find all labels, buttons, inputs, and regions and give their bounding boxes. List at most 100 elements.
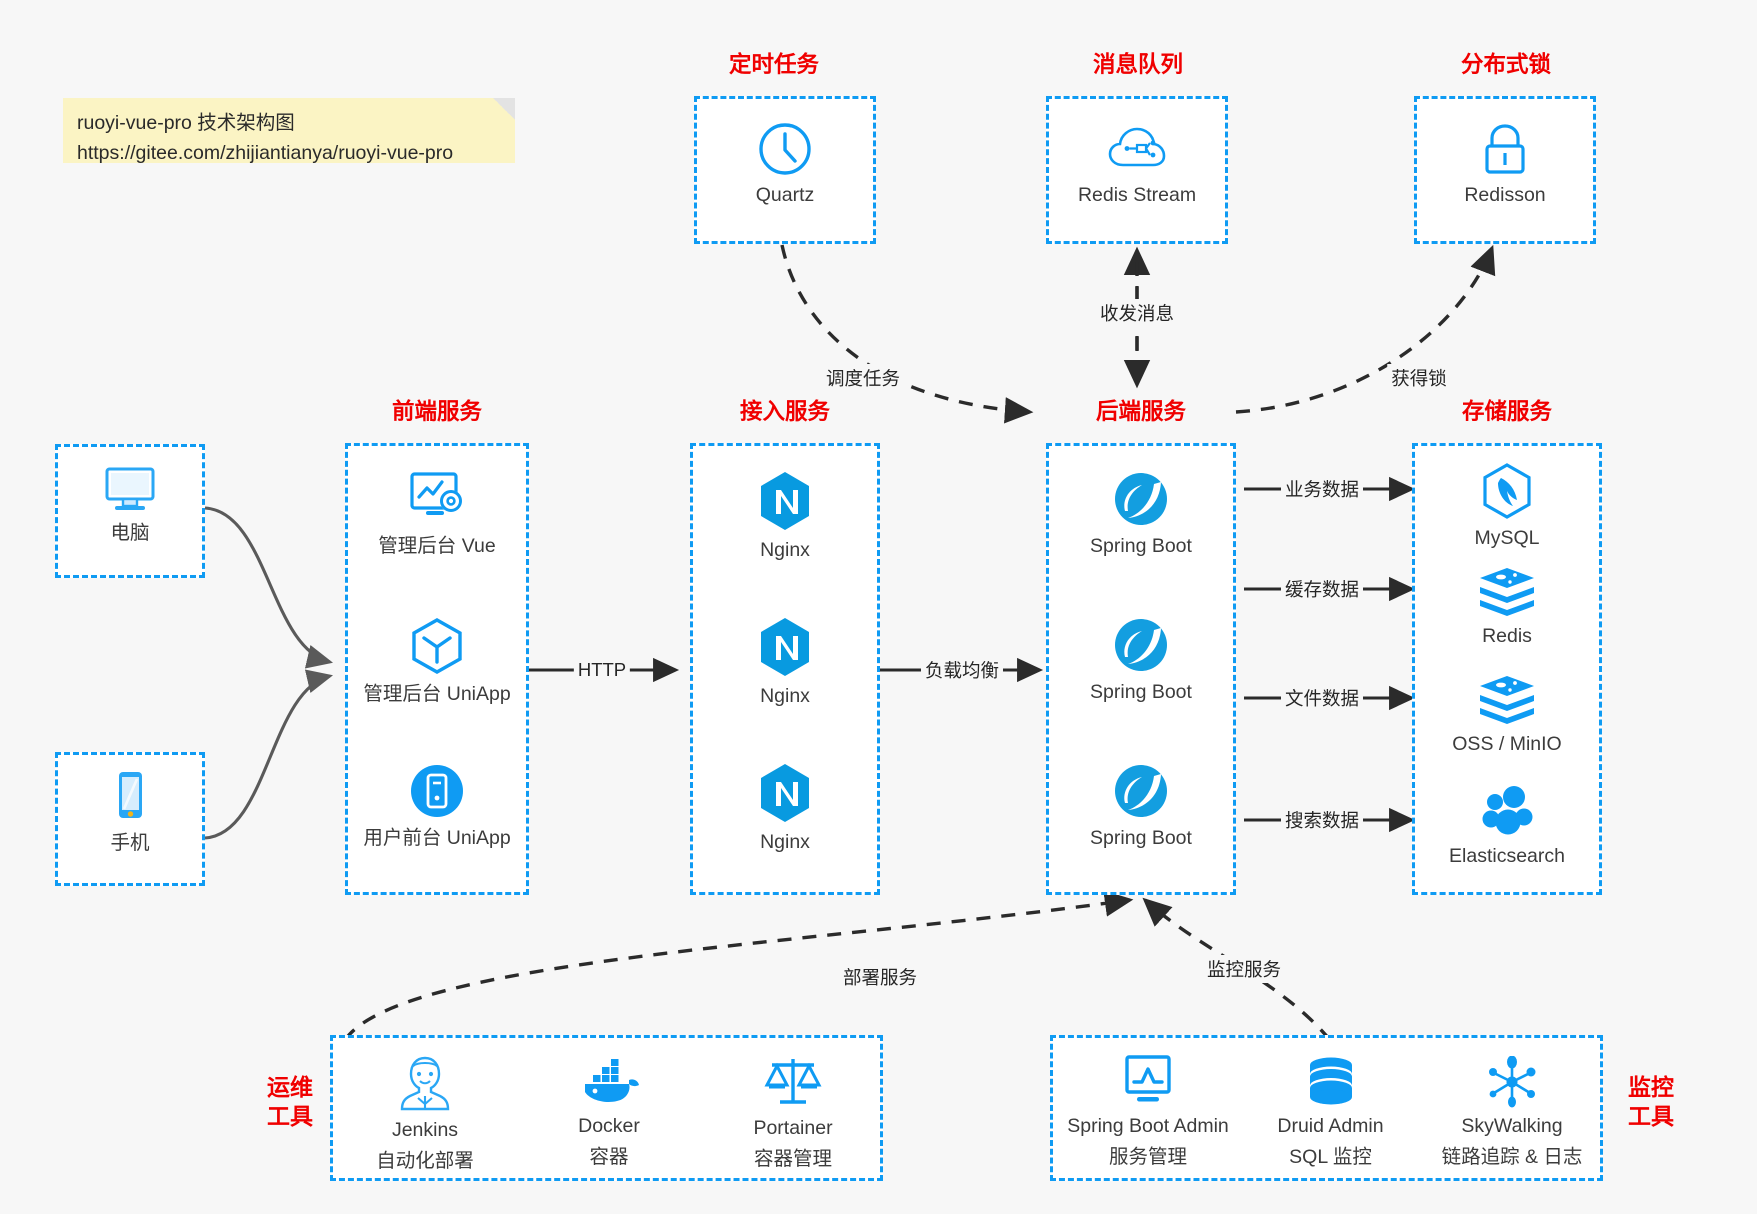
group-device-computer[interactable]: 电脑 — [55, 444, 205, 578]
node-computer[interactable]: 电脑 — [58, 463, 202, 546]
nginx-icon — [761, 472, 809, 530]
node-label: 手机 — [110, 832, 150, 854]
cloud-network-icon — [1108, 127, 1166, 167]
mysql-dolphin-icon — [1483, 463, 1531, 519]
node-sublabel: SQL 监控 — [1289, 1146, 1372, 1169]
node-redis-stream[interactable]: Redis Stream — [1049, 121, 1225, 208]
database-cylinder-icon — [1309, 1057, 1352, 1105]
node-label: Portainer — [753, 1117, 833, 1139]
node-redisson[interactable]: Redisson — [1417, 121, 1593, 208]
node-sublabel: 容器 — [589, 1146, 629, 1169]
node-label: 管理后台 UniApp — [363, 683, 511, 705]
group-backend[interactable]: Spring Boot Spring Boot Spring Boot — [1046, 443, 1236, 895]
node-nginx-1[interactable]: Nginx — [693, 470, 877, 563]
group-title-gateway: 接入服务 — [739, 399, 830, 424]
node-admin-uniapp[interactable]: 管理后台 UniApp — [348, 616, 526, 707]
group-title-backend: 后端服务 — [1095, 399, 1186, 424]
docker-whale-icon — [585, 1059, 639, 1102]
node-springboot-1[interactable]: Spring Boot — [1049, 470, 1233, 559]
group-title-mq: 消息队列 — [1092, 52, 1183, 77]
node-springboot-2[interactable]: Spring Boot — [1049, 616, 1233, 705]
spring-leaf-icon — [1115, 765, 1167, 817]
group-title-lock: 分布式锁 — [1460, 52, 1551, 77]
group-title-monitor: 监控 工具 — [1628, 1074, 1674, 1129]
edge-label-http: HTTP — [573, 658, 631, 682]
node-label: 电脑 — [110, 522, 150, 544]
node-label: Docker — [578, 1115, 640, 1137]
redis-stack-icon — [1480, 676, 1534, 724]
node-nginx-2[interactable]: Nginx — [693, 616, 877, 709]
clock-icon — [759, 123, 811, 175]
node-spring-boot-admin[interactable]: Spring Boot Admin 服务管理 — [1053, 1052, 1243, 1171]
node-redis[interactable]: Redis — [1415, 566, 1599, 649]
edge-label-schedule-task: 调度任务 — [821, 364, 905, 392]
node-mysql[interactable]: MySQL — [1415, 462, 1599, 551]
node-label: Jenkins — [391, 1119, 459, 1141]
padlock-icon — [1485, 124, 1525, 174]
group-devops[interactable]: Jenkins 自动化部署 Docker 容器 — [330, 1035, 883, 1181]
node-sublabel: 服务管理 — [1108, 1146, 1187, 1169]
node-springboot-3[interactable]: Spring Boot — [1049, 762, 1233, 851]
node-label: Redis — [1482, 625, 1532, 647]
group-lock[interactable]: Redisson — [1414, 96, 1596, 244]
node-label: Nginx — [760, 831, 810, 853]
elasticsearch-icon — [1482, 786, 1533, 835]
node-quartz[interactable]: Quartz — [697, 121, 873, 208]
monitor-chart-icon — [1125, 1055, 1171, 1102]
group-device-phone[interactable]: 手机 — [55, 752, 205, 886]
node-label: Redis Stream — [1077, 184, 1197, 206]
node-sublabel: 链路追踪 & 日志 — [1441, 1146, 1583, 1169]
note-fold-corner — [493, 98, 515, 120]
edge-label-business-data: 业务数据 — [1280, 475, 1364, 503]
node-jenkins[interactable]: Jenkins 自动化部署 — [333, 1052, 517, 1175]
node-skywalking[interactable]: SkyWalking 链路追踪 & 日志 — [1418, 1056, 1606, 1171]
node-docker[interactable]: Docker 容器 — [517, 1058, 701, 1171]
edge-label-send-receive-message: 收发消息 — [1095, 299, 1179, 327]
group-monitor[interactable]: Spring Boot Admin 服务管理 Druid Admin SQL 监… — [1050, 1035, 1603, 1181]
node-user-uniapp[interactable]: 用户前台 UniApp — [348, 762, 526, 851]
node-phone[interactable]: 手机 — [58, 769, 202, 856]
node-elasticsearch[interactable]: Elasticsearch — [1415, 784, 1599, 869]
node-sublabel: 自动化部署 — [376, 1150, 474, 1173]
node-admin-vue[interactable]: 管理后台 Vue — [348, 470, 526, 559]
group-scheduler[interactable]: Quartz — [694, 96, 876, 244]
edge-label-cache-data: 缓存数据 — [1280, 575, 1364, 603]
edge-label-file-data: 文件数据 — [1280, 684, 1364, 712]
spring-leaf-icon — [1115, 619, 1167, 671]
group-title-scheduler: 定时任务 — [728, 52, 819, 77]
jenkins-butler-icon — [400, 1056, 450, 1111]
nginx-icon — [761, 618, 809, 676]
node-label: 管理后台 Vue — [378, 535, 496, 557]
mobile-circle-icon — [411, 765, 463, 817]
node-portainer[interactable]: Portainer 容器管理 — [701, 1054, 885, 1173]
node-oss-minio[interactable]: OSS / MinIO — [1415, 674, 1599, 757]
node-label: MySQL — [1474, 527, 1540, 549]
edge-label-acquire-lock: 获得锁 — [1387, 364, 1451, 392]
group-storage[interactable]: MySQL Redis OSS / MinIO — [1412, 443, 1602, 895]
dashboard-gear-icon — [410, 472, 462, 515]
diagram-note: ruoyi-vue-pro 技术架构图 https://gitee.com/zh… — [63, 98, 515, 164]
group-frontend[interactable]: 管理后台 Vue 管理后台 UniApp 用户前台 UniApp — [345, 443, 529, 895]
node-label: Spring Boot Admin — [1067, 1115, 1229, 1137]
node-nginx-3[interactable]: Nginx — [693, 762, 877, 855]
note-title-line: ruoyi-vue-pro 技术架构图 — [77, 112, 295, 134]
group-title-frontend: 前端服务 — [391, 399, 482, 424]
node-druid-admin[interactable]: Druid Admin SQL 监控 — [1243, 1056, 1418, 1171]
group-gateway[interactable]: Nginx Nginx Nginx — [690, 443, 880, 895]
redis-stack-icon — [1480, 568, 1534, 616]
node-label: Spring Boot — [1090, 681, 1192, 703]
cube-hexagon-icon — [412, 618, 462, 674]
edge-label-monitor-service: 监控服务 — [1202, 955, 1286, 983]
group-title-devops: 运维 工具 — [267, 1074, 313, 1129]
group-mq[interactable]: Redis Stream — [1046, 96, 1228, 244]
node-label: Quartz — [755, 184, 815, 206]
edge-label-deploy-service: 部署服务 — [838, 963, 922, 991]
node-label: Elasticsearch — [1449, 845, 1565, 867]
node-label: 用户前台 UniApp — [363, 827, 511, 849]
node-sublabel: 容器管理 — [753, 1148, 832, 1171]
node-label: SkyWalking — [1461, 1115, 1563, 1137]
node-label: OSS / MinIO — [1452, 733, 1562, 755]
node-graph-icon — [1489, 1056, 1536, 1108]
edge-label-load-balance: 负载均衡 — [920, 656, 1004, 684]
